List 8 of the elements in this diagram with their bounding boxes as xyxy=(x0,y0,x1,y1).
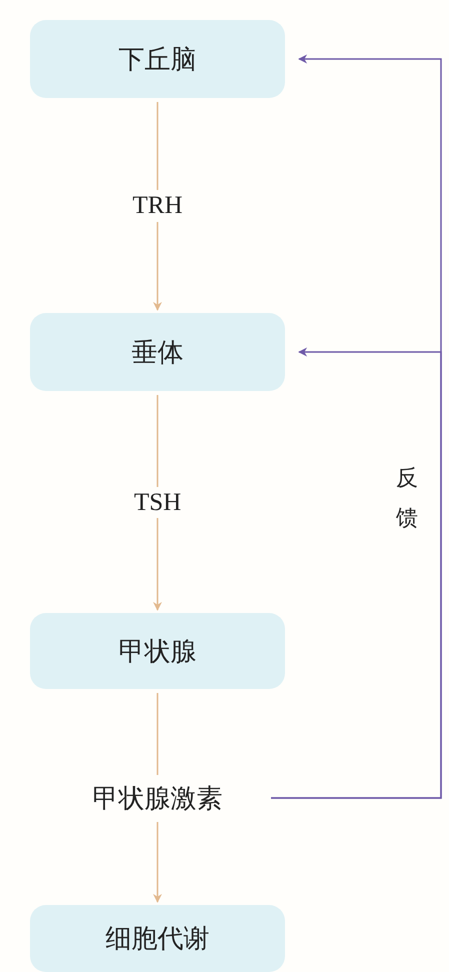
arrow xyxy=(271,348,442,799)
process-box: 垂体 xyxy=(30,313,285,391)
connector-line xyxy=(156,693,158,775)
process-box: 细胞代谢 xyxy=(30,905,285,972)
process-box: 甲状腺 xyxy=(30,613,285,689)
arrow xyxy=(153,822,162,903)
process-box: 下丘脑 xyxy=(30,20,285,98)
node-text: 甲状腺激素 xyxy=(50,778,265,818)
